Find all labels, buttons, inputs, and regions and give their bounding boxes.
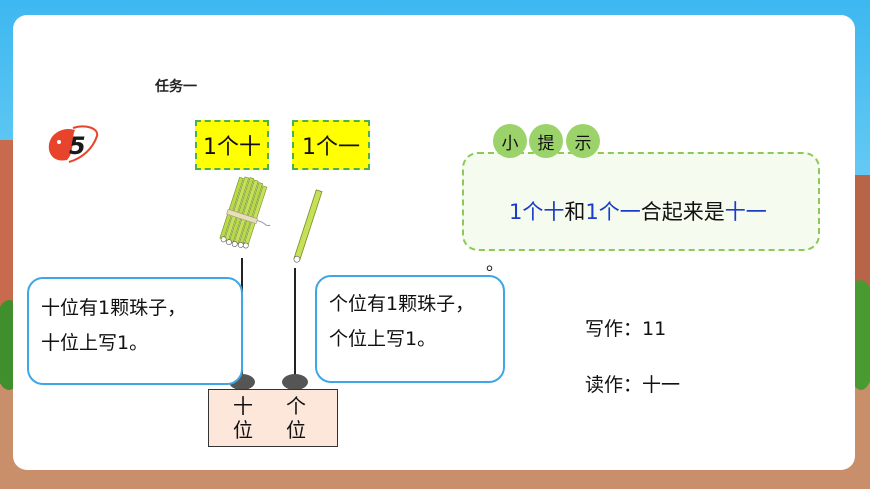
tip-part-and: 和 (564, 200, 586, 224)
single-stick (293, 189, 323, 263)
ones-place-bottom: 位 (286, 418, 306, 442)
ones-bubble-line2: 个位上写1。 (329, 328, 437, 350)
tip-box (462, 152, 820, 251)
tens-speech-bubble: 十位有1颗珠子， 十位上写1。 (27, 277, 243, 385)
tip-part-ten: 1个十 (509, 200, 565, 224)
tip-text: 1个十和1个一合起来是十一 (509, 196, 767, 226)
write-as: 写作：11 (585, 318, 667, 340)
label-one-ten: 1个十 (195, 120, 269, 170)
trailing-period: 。 (486, 254, 504, 275)
tip-part-one: 1个一 (585, 200, 641, 224)
tens-place-label: 十 位 (230, 394, 256, 442)
ones-speech-bubble: 个位有1颗珠子， 个位上写1。 (315, 275, 505, 383)
ones-bubble-line1: 个位有1颗珠子， (329, 293, 475, 315)
ones-bead (282, 374, 308, 390)
tip-tab-1: 小 (493, 124, 527, 158)
tens-bubble-line2: 十位上写1。 (41, 332, 149, 354)
abacus-base (208, 389, 338, 447)
task-title: 任务一 (155, 79, 197, 95)
tip-tab-3: 示 (566, 124, 600, 158)
tens-bubble-line1: 十位有1颗珠子， (41, 297, 187, 319)
ones-place-top: 个 (286, 394, 306, 418)
tip-tab-2: 提 (529, 124, 563, 158)
read-as: 读作：十一 (585, 374, 681, 396)
label-one-one: 1个一 (292, 120, 370, 170)
tens-place-bottom: 位 (233, 418, 253, 442)
number-five-icon: 5 (48, 125, 99, 163)
ones-place-label: 个 位 (283, 394, 309, 442)
tip-part-combined: 合起来是 (640, 200, 725, 224)
tens-place-top: 十 (233, 394, 253, 418)
tip-part-eleven: 十一 (724, 200, 767, 224)
badge-number: 5 (69, 132, 86, 160)
ten-stick-bundle (219, 176, 271, 249)
